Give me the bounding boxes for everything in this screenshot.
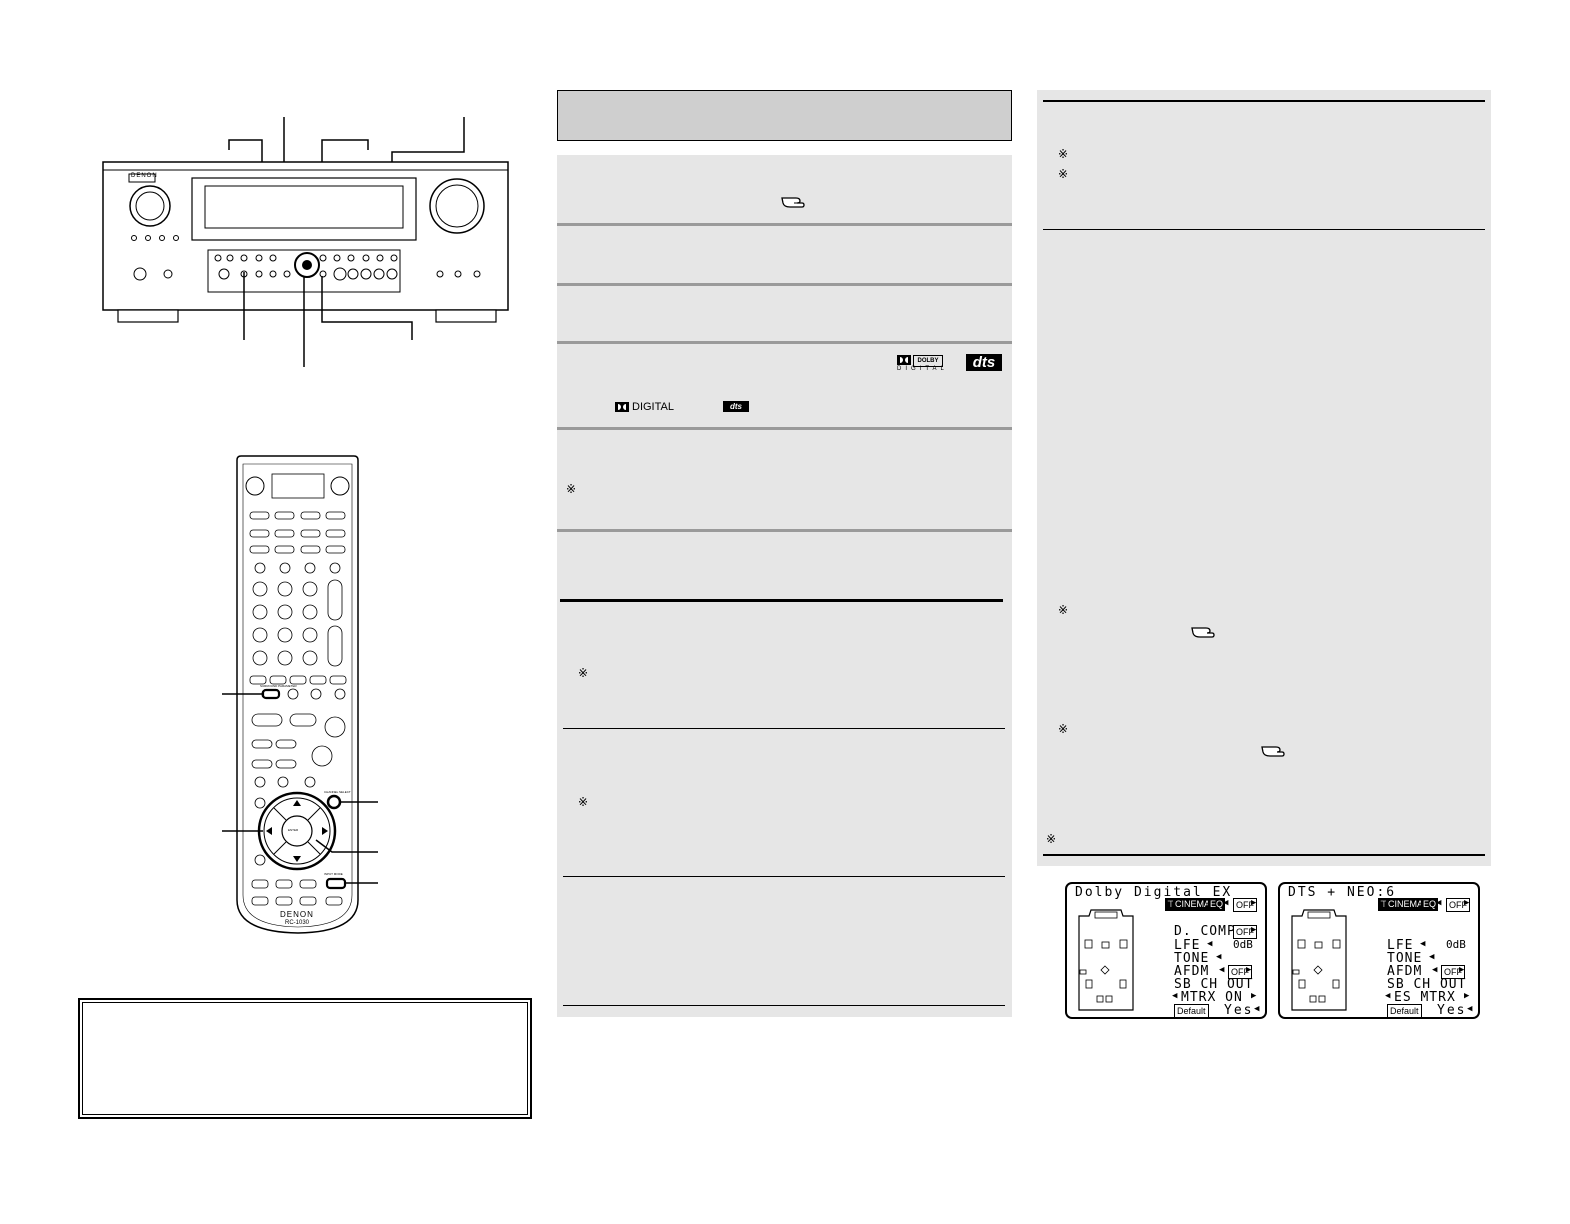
osd-title: Dolby Digital EX (1075, 885, 1233, 900)
osd-eq-tag: EQ (1208, 898, 1226, 911)
osd-speaker-layout (1291, 909, 1347, 1011)
divider (557, 341, 1012, 344)
osd-off-tag: OFF (1446, 898, 1470, 912)
note-mark: ※ (1046, 832, 1057, 846)
osd-screen-dolby-digital-ex: Dolby Digital EX ⊤ CINEMA EQ ◀ OFF ▶ D. … (1065, 882, 1267, 1019)
osd-default-button: Default (1174, 1004, 1209, 1018)
osd-yes-label: Yes (1437, 1003, 1467, 1018)
remote-control-illustration (222, 455, 378, 934)
divider (557, 427, 1012, 430)
osd-row-label: SB CH OUT (1174, 977, 1254, 992)
osd-speaker-icon: ⊤ (1378, 898, 1390, 911)
osd-left-arrow-icon: ◀ (1207, 939, 1213, 949)
section-divider-black (560, 599, 1003, 602)
osd-right-arrow-icon: ▶ (1464, 991, 1470, 1001)
osd-right-arrow-icon: ▶ (1251, 991, 1257, 1001)
osd-left-arrow-icon: ◀ (1219, 965, 1225, 975)
osd-row-value: 0dB (1233, 938, 1253, 951)
note-mark: ※ (1058, 147, 1069, 161)
divider (563, 876, 1005, 877)
osd-default-button: Default (1387, 1004, 1422, 1018)
left-info-box (78, 998, 532, 1119)
dts-logo: dts (966, 354, 1002, 371)
osd-speaker-icon: ⊤ (1165, 898, 1177, 911)
osd-row-label: LFE (1174, 938, 1201, 953)
osd-row-value: OFF (1228, 965, 1252, 979)
pointing-hand-icon (1261, 746, 1285, 757)
osd-row-label: TONE (1387, 951, 1423, 966)
osd-cinema-tag: CINEMA (1173, 898, 1213, 911)
osd-right-arrow-icon: ▶ (1464, 898, 1470, 908)
osd-left-arrow-icon: ◀ (1429, 952, 1435, 962)
osd-screen-dts-neo6: DTS + NEO:6 ⊤ CINEMA EQ ◀ OFF ▶ LFE ◀ 0d… (1278, 882, 1480, 1019)
osd-row-label: AFDM (1387, 964, 1423, 979)
dolby-double-d-icon (897, 355, 911, 365)
note-mark: ※ (578, 795, 589, 809)
osd-left-arrow-icon: ◀ (1385, 991, 1391, 1001)
pointing-hand-icon (781, 197, 805, 208)
osd-off-tag: OFF (1233, 898, 1257, 912)
osd-left-arrow-icon: ◀ (1432, 965, 1438, 975)
divider (1043, 229, 1485, 230)
right-panel (1037, 90, 1491, 866)
osd-right-arrow-icon: ▶ (1246, 965, 1252, 975)
note-mark: ※ (578, 666, 589, 680)
osd-left-arrow-icon: ◀ (1216, 952, 1222, 962)
osd-right-arrow-icon: ▶ (1251, 925, 1257, 935)
osd-title: DTS + NEO:6 (1288, 885, 1397, 900)
inline-dolby-digital-text: DIGITAL (632, 401, 674, 413)
divider (557, 223, 1012, 226)
osd-left-arrow-icon: ◀ (1223, 898, 1229, 908)
osd-right-arrow-icon: ▶ (1251, 898, 1257, 908)
dolby-logo-bottom: DIGITAL (897, 366, 948, 372)
osd-left-arrow-icon: ◀ (1467, 1004, 1473, 1014)
remote-label-enter: ENTER (288, 828, 299, 832)
middle-header-box (557, 90, 1012, 141)
divider (563, 1005, 1005, 1006)
dolby-digital-logo: DOLBY DIGITAL (897, 355, 945, 373)
osd-left-arrow-icon: ◀ (1172, 991, 1178, 1001)
inline-dts-logo: dts (723, 401, 749, 412)
note-mark: ※ (566, 482, 577, 496)
osd-speaker-layout (1078, 909, 1134, 1011)
osd-row-label: TONE (1174, 951, 1210, 966)
divider (563, 728, 1005, 729)
divider (1043, 854, 1485, 856)
pointing-hand-icon (1191, 627, 1215, 638)
note-mark: ※ (1058, 167, 1069, 181)
osd-cinema-tag: CINEMA (1386, 898, 1426, 911)
osd-left-arrow-icon: ◀ (1254, 1004, 1260, 1014)
remote-label-surround-parameter: SURROUND PARAMETER (260, 684, 297, 688)
osd-row-value: OFF (1441, 965, 1465, 979)
note-mark: ※ (1058, 722, 1069, 736)
osd-row-label: SB CH OUT (1387, 977, 1467, 992)
receiver-front-panel (102, 117, 509, 367)
middle-panel (557, 155, 1012, 1017)
osd-row-value: 0dB (1446, 938, 1466, 951)
remote-brand-label: DENON (280, 910, 314, 919)
osd-yes-label: Yes (1224, 1003, 1254, 1018)
osd-row-label: LFE (1387, 938, 1414, 953)
osd-left-arrow-icon: ◀ (1420, 939, 1426, 949)
osd-row-label: D. COMP (1174, 924, 1236, 939)
receiver-brand-label: DENON (131, 173, 158, 179)
osd-row-label: MTRX ON (1181, 990, 1243, 1005)
remote-label-input-mode: INPUT MODE (324, 872, 343, 876)
remote-label-channel-select: CHANNEL SELECT (324, 790, 351, 794)
remote-model-label: RC-1030 (285, 920, 310, 926)
osd-left-arrow-icon: ◀ (1436, 898, 1442, 908)
osd-row-label: AFDM (1174, 964, 1210, 979)
divider (1043, 100, 1485, 102)
osd-row-value: OFF (1233, 925, 1257, 939)
osd-eq-tag: EQ (1421, 898, 1439, 911)
divider (557, 529, 1012, 532)
inline-dolby-double-d-icon (615, 402, 629, 412)
osd-right-arrow-icon: ▶ (1459, 965, 1465, 975)
dolby-logo-top: DOLBY (913, 355, 943, 367)
note-mark: ※ (1058, 603, 1069, 617)
osd-row-label: ES MTRX (1394, 990, 1456, 1005)
divider (557, 283, 1012, 286)
